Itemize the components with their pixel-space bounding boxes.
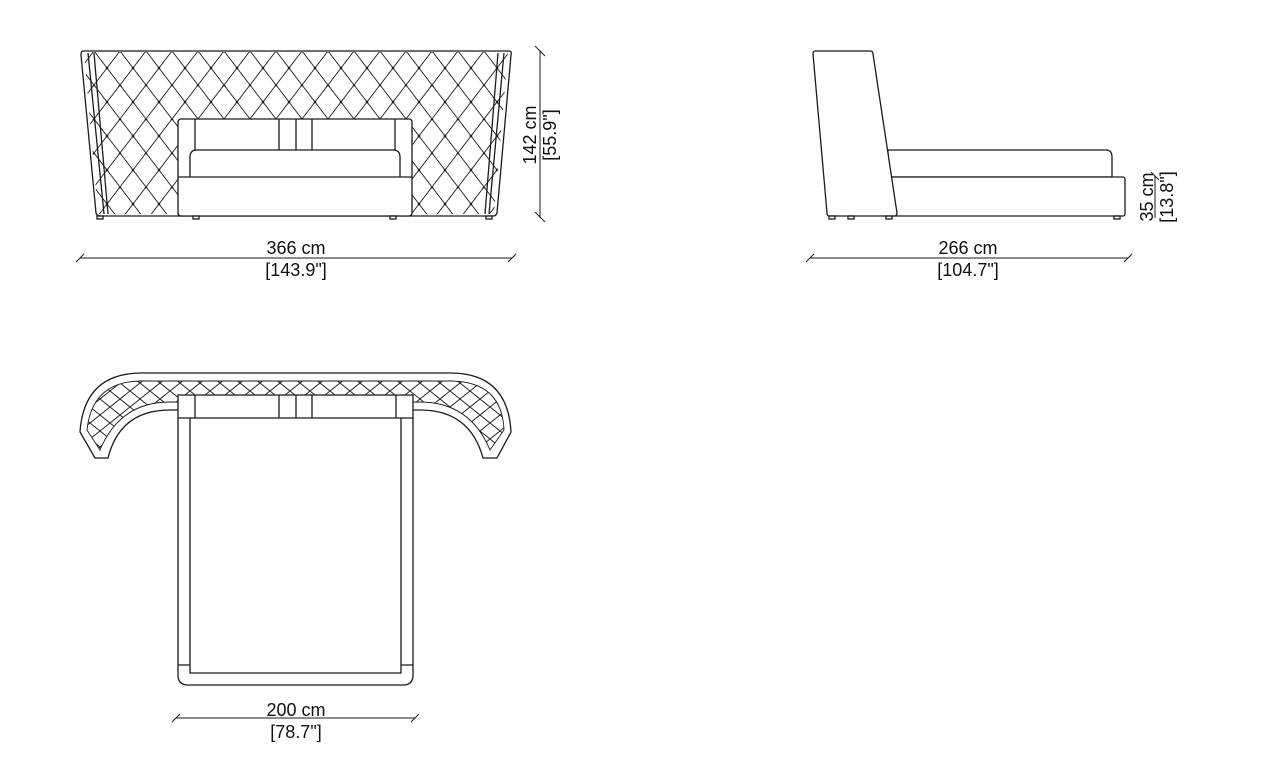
feet (96, 215, 493, 220)
feet (828, 215, 1121, 220)
bed-frame-top (177, 394, 414, 686)
width-dimension-top: 200 cm [78.7"] (171, 700, 420, 742)
base-height-dimension: 35 cm [13.8"] (1137, 171, 1177, 222)
height-label: 142 cm (520, 105, 540, 164)
base-height-label-inches: [13.8"] (1157, 171, 1177, 222)
bed-base (889, 176, 1126, 217)
height-label-inches: [55.9"] (540, 109, 560, 160)
mattress (189, 149, 401, 177)
width-label: 366 cm (266, 238, 325, 258)
length-dimension: 266 cm [104.7"] (805, 238, 1133, 280)
headboard-side-edges (87, 52, 505, 215)
top-view: 200 cm [78.7"] (79, 372, 512, 742)
top-width-label: 200 cm (266, 700, 325, 720)
side-view: 266 cm [104.7"] 35 cm [13.8"] (805, 50, 1177, 280)
mattress (887, 149, 1113, 178)
length-label: 266 cm (938, 238, 997, 258)
top-width-label-inches: [78.7"] (270, 722, 321, 742)
base-height-label: 35 cm (1137, 172, 1157, 221)
mattress-top (178, 418, 413, 674)
height-dimension: 142 cm [55.9"] (520, 45, 560, 223)
pillows (194, 119, 396, 150)
width-label-inches: [143.9"] (265, 260, 326, 280)
front-view: 142 cm [55.9"] 366 cm [143.9"] (75, 45, 560, 280)
headboard (812, 50, 898, 217)
length-label-inches: [104.7"] (937, 260, 998, 280)
width-dimension: 366 cm [143.9"] (75, 238, 517, 280)
pillows-top (178, 395, 413, 419)
